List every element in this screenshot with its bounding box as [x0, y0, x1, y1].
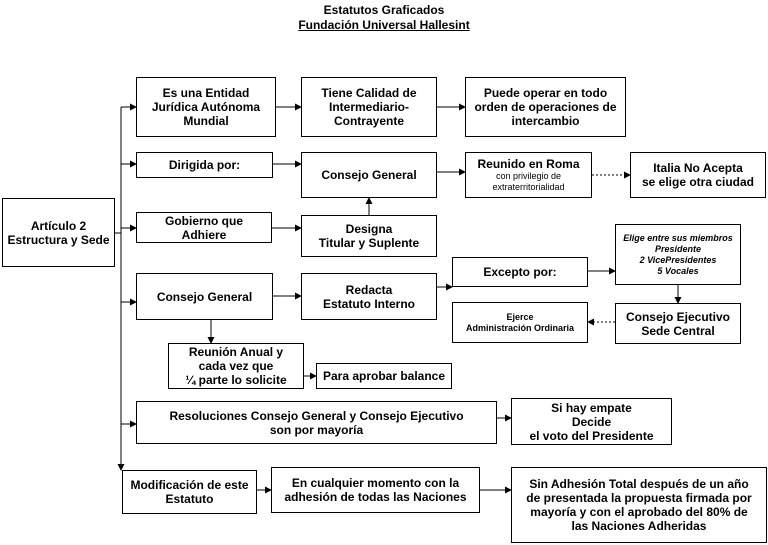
- roma-title: Reunido en Roma: [477, 157, 580, 171]
- box-empate: Si hay empate Decide el voto del Preside…: [511, 398, 672, 445]
- box-entidad: Es una Entidad Jurídica Autónoma Mundial: [136, 77, 276, 137]
- box-redacta: Redacta Estatuto Interno: [301, 273, 437, 320]
- box-sin-adhesion: Sin Adhesión Total después de un año de …: [511, 467, 767, 543]
- box-balance: Para aprobar balance: [316, 363, 452, 389]
- box-calidad: Tiene Calidad de Intermediario- Contraye…: [301, 77, 437, 137]
- roma-sub: con privilegio de extraterritorialidad: [492, 171, 565, 192]
- diagram-title: Estatutos Graficados: [323, 3, 445, 17]
- box-gobierno: Gobierno que Adhiere: [136, 212, 272, 243]
- box-articulo: Artículo 2 Estructura y Sede: [2, 198, 115, 267]
- box-consejo-general: Consejo General: [136, 273, 273, 320]
- box-resoluciones: Resoluciones Consejo General y Consejo E…: [136, 401, 497, 444]
- box-roma: Reunido en Roma con privilegio de extrat…: [465, 152, 592, 198]
- box-italia: Italia No Acepta se elige otra ciudad: [630, 152, 766, 198]
- diagram-subtitle: Fundación Universal Hallesint: [298, 18, 470, 32]
- box-modificacion: Modificación de este Estatuto: [122, 470, 257, 514]
- box-cualquier: En cualquier momento con la adhesión de …: [271, 467, 480, 513]
- box-excepto: Excepto por:: [452, 257, 588, 287]
- box-reunion: Reunión Anual y cada vez que ¼ parte lo …: [168, 343, 304, 389]
- box-consejo-general-top: Consejo General: [301, 152, 437, 198]
- box-operar: Puede operar en todo orden de operacione…: [465, 77, 626, 137]
- box-ejecutivo: Consejo Ejecutivo Sede Central: [615, 303, 741, 344]
- box-dirigida: Dirigida por:: [136, 152, 273, 178]
- box-ejerce: Ejerce Administración Ordinaria: [452, 302, 588, 343]
- box-designa: Designa Titular y Suplente: [301, 215, 437, 257]
- box-elige: Elige entre sus miembros Presidente 2 Vi…: [615, 224, 741, 285]
